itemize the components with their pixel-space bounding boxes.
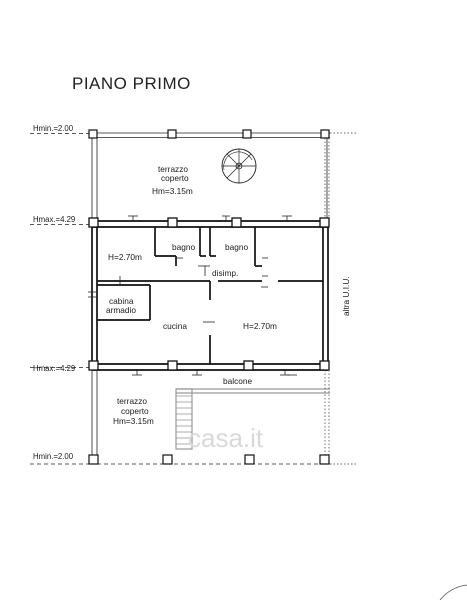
balcone-label: balcone xyxy=(223,376,252,386)
interior-walls xyxy=(88,227,323,364)
cabina-label-2: armadio xyxy=(106,305,136,315)
height-marker-hmin-top: Hmin.=2.00 xyxy=(30,124,94,134)
height-marker-hmax-lower: Hmax.=4.29 xyxy=(30,364,94,373)
upper-terrace: terrazzo coperto Hm=3.15m xyxy=(88,129,356,225)
lower-terrace: balcone terrazzo coperto Hm=3.15m xyxy=(88,370,356,465)
hmax-lower-label: Hmax.=4.29 xyxy=(33,364,75,373)
altra-uiu-label: altra U.I.U. xyxy=(341,276,351,316)
disimp-label: disimp. xyxy=(212,268,238,278)
staircase-icon xyxy=(175,388,193,450)
lower-terrace-height: Hm=3.15m xyxy=(113,416,154,426)
lower-terrace-label-1: terrazzo xyxy=(117,396,147,406)
height-marker-hmax-upper: Hmax.=4.29 xyxy=(30,215,94,225)
cucina-height: H=2.70m xyxy=(243,321,277,331)
bagno-1-label: bagno xyxy=(172,242,195,252)
height-marker-hmin-bottom: Hmin.=2.00 xyxy=(30,452,94,465)
lower-terrace-label-2: coperto xyxy=(121,406,149,416)
cabina-label-1: cabina xyxy=(109,296,134,306)
window-icon xyxy=(128,215,292,221)
upper-terrace-height: Hm=3.15m xyxy=(152,186,193,196)
left-room-height: H=2.70m xyxy=(108,252,142,262)
spiral-staircase-icon xyxy=(221,148,257,184)
window-icon xyxy=(132,370,297,376)
hmin-bottom-label: Hmin.=2.00 xyxy=(33,452,74,461)
hmin-top-label: Hmin.=2.00 xyxy=(33,124,74,133)
plan-title: PIANO PRIMO xyxy=(72,74,191,93)
upper-terrace-label-2: coperto xyxy=(161,173,189,183)
cucina-label: cucina xyxy=(163,321,187,331)
hmax-upper-label: Hmax.=4.29 xyxy=(33,215,75,224)
watermark: casa.it xyxy=(188,423,264,453)
corner-mark xyxy=(439,584,467,600)
upper-terrace-label-1: terrazzo xyxy=(158,164,188,174)
bagno-2-label: bagno xyxy=(225,242,248,252)
